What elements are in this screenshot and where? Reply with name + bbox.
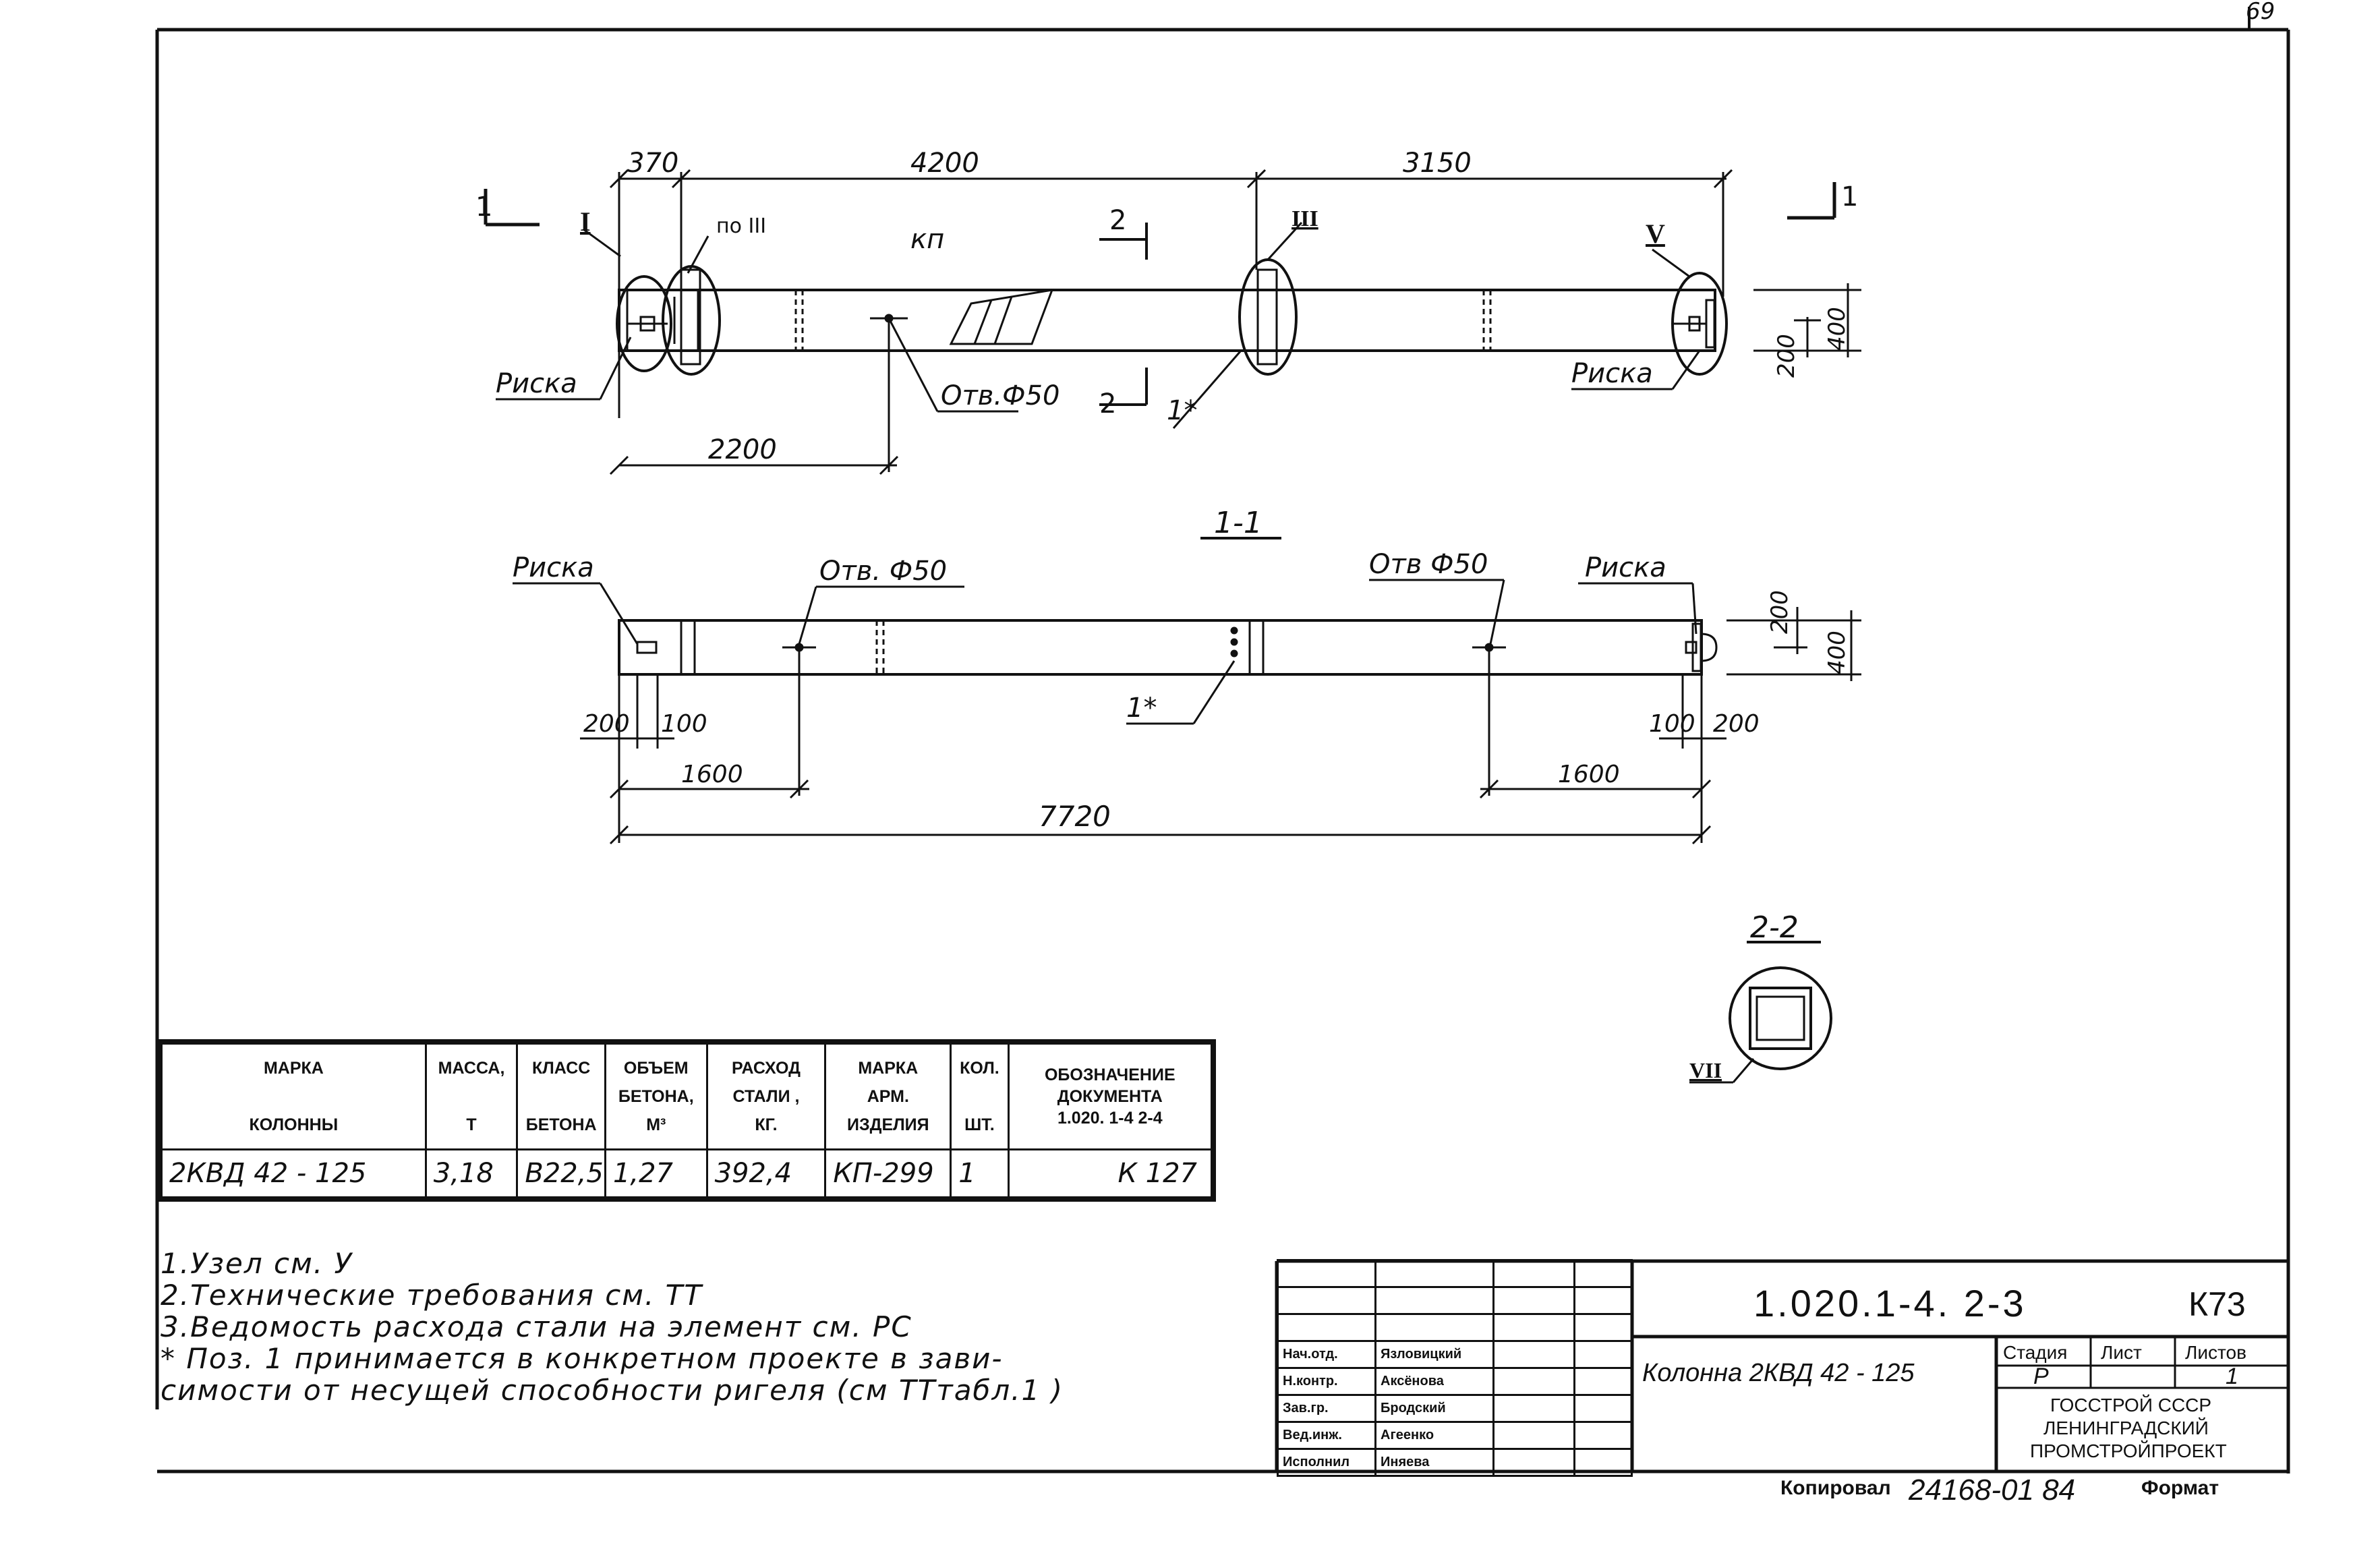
sheets-value: 1: [2226, 1364, 2238, 1389]
role-3: Зав.гр.: [1277, 1394, 1376, 1423]
note-4: * Поз. 1 принимается в конкретном проект…: [161, 1342, 1004, 1375]
name-1: Язловицкий: [1374, 1340, 1494, 1369]
dim-4200: 4200: [910, 148, 979, 179]
name-5: Иняева: [1374, 1448, 1494, 1477]
section-mark-2-bottom: 2: [1099, 388, 1116, 419]
plan-view: [484, 169, 1861, 475]
section-mark-2-top: 2: [1109, 205, 1126, 236]
th-qty: КОЛ.ШТ.: [950, 1042, 1010, 1151]
dim-100-right: 100: [1649, 710, 1695, 738]
node-label-iii: III: [1291, 206, 1318, 231]
cell-mark: 2КВД 42 - 125: [161, 1148, 427, 1198]
dim-400-sec: 400: [1824, 631, 1851, 674]
kp-label: кп: [910, 224, 944, 255]
hole-right-sec: Отв Ф50: [1369, 549, 1488, 580]
note-3: 3.Ведомость расхода стали на элемент см.…: [161, 1310, 912, 1343]
dim-1600-left: 1600: [681, 761, 743, 788]
copied-label: Копировал: [1780, 1477, 1891, 1499]
node-label-v: V: [1646, 218, 1665, 249]
cell-steel: 392,4: [705, 1148, 827, 1198]
pos-label-sec: 1*: [1126, 693, 1157, 724]
format-label: Формат: [2141, 1477, 2219, 1499]
riska-left-sec: Риска: [513, 552, 594, 583]
note-2: 2.Технические требования см. ТТ: [161, 1279, 703, 1312]
dim-100-left: 100: [661, 710, 707, 738]
stage-label: Стадия: [2003, 1342, 2068, 1363]
riska-left-plan: Риска: [496, 368, 577, 399]
note-1: 1.Узел см. У: [161, 1247, 353, 1280]
name-4: Агеенко: [1374, 1421, 1494, 1450]
section-2-2: [1689, 941, 1832, 1084]
section-mark-1-left: 1: [475, 192, 492, 223]
dim-7720: 7720: [1039, 800, 1111, 833]
riska-right-plan: Риска: [1571, 358, 1653, 389]
section-2-2-title: 2-2: [1750, 910, 1799, 945]
cell-qty: 1: [950, 1148, 1010, 1198]
dim-200-plan: 200: [1773, 334, 1800, 378]
dim-200-right: 200: [1713, 710, 1760, 738]
section-1-1: [513, 537, 1861, 845]
signature-grid: Нач.отд.Язловицкий Н.контр.Аксёнова Зав.…: [1277, 1259, 1633, 1477]
dim-400-plan: 400: [1824, 307, 1851, 351]
role-4: Вед.инж.: [1277, 1421, 1376, 1450]
role-2: Н.контр.: [1277, 1367, 1376, 1396]
note-5: симости от несущей способности ригеля (с…: [161, 1374, 1064, 1407]
org-line-1: ГОССТРОЙ СССР: [2050, 1395, 2212, 1415]
cell-mass: 3,18: [424, 1148, 519, 1198]
drawing-name: Колонна 2КВД 42 - 125: [1642, 1359, 1915, 1387]
dim-1600-right: 1600: [1558, 761, 1620, 788]
node-label-i: I: [580, 206, 591, 237]
sheets-label: Листов: [2185, 1342, 2246, 1363]
sheet-code: К73: [2188, 1285, 2246, 1323]
node-label-po-iii: по III: [716, 214, 766, 238]
stage-value: Р: [2033, 1364, 2049, 1389]
cell-class: В22,5: [516, 1148, 606, 1198]
role-1: Нач.отд.: [1277, 1340, 1376, 1369]
sheet-label: Лист: [2101, 1342, 2142, 1363]
org-line-2: ЛЕНИНГРАДСКИЙ: [2043, 1418, 2209, 1438]
hole-left-sec: Отв. Ф50: [819, 556, 947, 587]
dim-200-left: 200: [583, 710, 630, 738]
org-line-3: ПРОМСТРОЙПРОЕКТ: [2030, 1440, 2227, 1461]
node-label-vii: VII: [1689, 1058, 1722, 1082]
hole-label-plan: Отв.Ф50: [941, 380, 1060, 411]
notes: 1.Узел см. У 2.Технические требования см…: [161, 1248, 1280, 1406]
section-1-1-title: 1-1: [1214, 506, 1262, 540]
dim-2200: 2200: [708, 434, 777, 465]
cell-doc: К 127: [1007, 1148, 1213, 1198]
section-mark-1-right: 1: [1841, 181, 1858, 212]
riska-right-sec: Риска: [1585, 552, 1666, 583]
dim-370: 370: [627, 148, 678, 179]
cell-volume: 1,27: [604, 1148, 708, 1198]
page-corner-number: 69: [2246, 0, 2275, 25]
dim-3150: 3150: [1403, 148, 1472, 179]
dim-200-sec: 200: [1766, 590, 1793, 634]
pos-label-plan: 1*: [1167, 395, 1197, 426]
doc-code: 1.020.1-4. 2-3: [1753, 1282, 2027, 1324]
name-3: Бродский: [1374, 1394, 1494, 1423]
copy-number: 24168-01 84: [1909, 1473, 2076, 1507]
cell-arm: КП-299: [824, 1148, 952, 1198]
role-5: Исполнил: [1277, 1448, 1376, 1477]
name-2: Аксёнова: [1374, 1367, 1494, 1396]
th-mass: МАССА,Т: [424, 1042, 519, 1151]
